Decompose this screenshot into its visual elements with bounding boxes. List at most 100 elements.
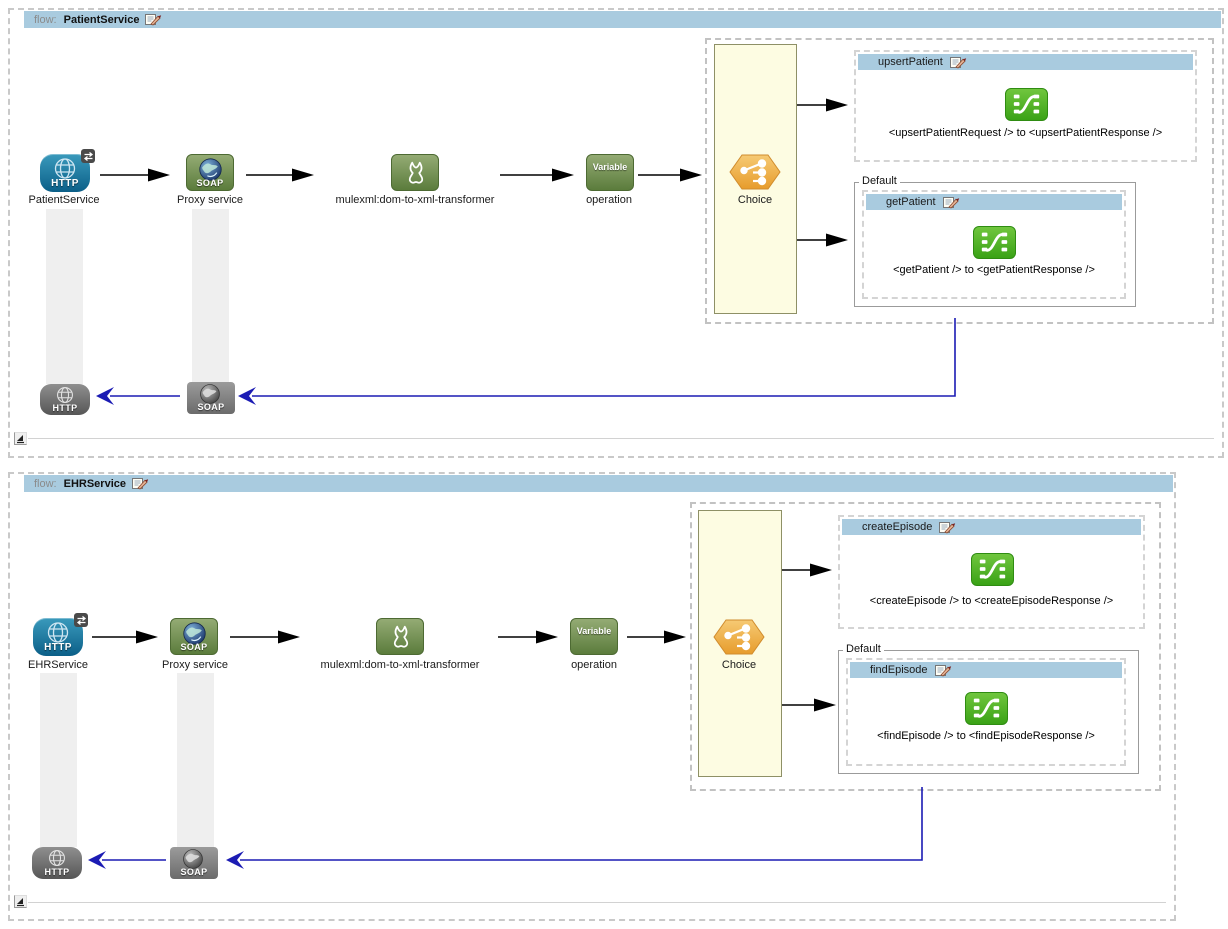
branch-box-getpatient[interactable]: getPatient <getPatient /> to <getPatient…	[862, 190, 1126, 299]
globe-wireframe-icon	[54, 158, 76, 179]
datamapper-node[interactable]	[973, 226, 1016, 259]
datamapper-node[interactable]	[970, 553, 1014, 586]
collapse-exception-button[interactable]	[14, 432, 27, 445]
choice-icon	[729, 154, 781, 190]
globe-icon	[183, 849, 203, 869]
http-icon-label: HTTP	[44, 642, 72, 653]
http-response-lane	[40, 673, 77, 847]
mapping-icon	[981, 232, 1008, 252]
node-label: Choice	[737, 194, 773, 206]
node-label: operation	[571, 659, 617, 671]
mapping-icon	[1013, 94, 1039, 114]
flow-name: PatientService	[63, 13, 140, 26]
http-icon-label: HTTP	[52, 403, 78, 413]
http-response-lane	[46, 209, 83, 384]
edit-icon[interactable]	[942, 196, 960, 209]
branch-title: createEpisode	[862, 521, 933, 533]
edit-icon[interactable]	[145, 13, 162, 26]
soap-response-node[interactable]: SOAP	[187, 382, 235, 414]
choice-scope-group	[705, 38, 1214, 324]
node-label: EHRService	[28, 659, 88, 671]
node-label: Proxy service	[161, 659, 229, 671]
http-response-node[interactable]: HTTP	[40, 384, 90, 415]
edit-icon[interactable]	[934, 664, 952, 677]
collapse-icon	[17, 898, 24, 907]
mapping-icon	[979, 559, 1005, 579]
flow-name: EHRService	[63, 477, 126, 490]
mapping-caption: <findEpisode /> to <findEpisodeResponse …	[877, 730, 1095, 742]
branch-title-bar[interactable]: findEpisode	[850, 662, 1122, 678]
soap-response-lane	[177, 673, 214, 847]
branch-box-upsertpatient[interactable]: upsertPatient <upsertPatientRequest /> t…	[854, 50, 1197, 162]
http-connector-node[interactable]: HTTP	[40, 149, 95, 192]
soap-response-node[interactable]: SOAP	[170, 847, 218, 879]
flow-header[interactable]: flow: EHRService	[24, 475, 1173, 492]
globe-wireframe-icon	[49, 850, 65, 866]
node-label: Proxy service	[176, 194, 244, 206]
soap-icon-label: SOAP	[180, 642, 208, 652]
flow-kind-label: flow:	[34, 477, 57, 490]
mule-head-icon	[408, 161, 424, 184]
default-route-group: Default	[838, 643, 1139, 774]
http-connector-node[interactable]: HTTP	[33, 613, 88, 656]
mapping-icon	[973, 698, 1000, 718]
branch-title: upsertPatient	[878, 56, 943, 68]
variable-node[interactable]: Variable	[570, 618, 618, 655]
variable-icon-label: Variable	[592, 162, 628, 172]
default-group-label: Default	[843, 643, 884, 655]
globe-icon	[183, 622, 206, 645]
branch-title: findEpisode	[870, 664, 928, 676]
globe-icon	[199, 158, 222, 181]
soap-proxy-node[interactable]: SOAP	[170, 618, 218, 655]
node-label: mulexml:dom-to-xml-transformer	[320, 659, 480, 671]
default-route-group: Default	[854, 175, 1136, 307]
flow-header[interactable]: flow: PatientService	[24, 11, 1221, 28]
globe-icon	[200, 384, 220, 404]
node-label: operation	[586, 194, 632, 206]
mule-transformer-node[interactable]	[376, 618, 424, 655]
globe-wireframe-icon	[57, 387, 73, 403]
mapping-caption: <createEpisode /> to <createEpisodeRespo…	[869, 595, 1114, 607]
choice-router-node[interactable]	[713, 619, 765, 660]
mule-transformer-node[interactable]	[391, 154, 439, 191]
globe-wireframe-icon	[47, 622, 69, 643]
variable-icon-label: Variable	[576, 626, 612, 636]
exception-strategy-separator	[28, 902, 1166, 904]
exception-strategy-separator	[28, 438, 1214, 440]
http-icon-label: HTTP	[44, 867, 70, 877]
soap-icon-label: SOAP	[180, 867, 208, 877]
branch-title-bar[interactable]: getPatient	[866, 194, 1122, 210]
collapse-icon	[17, 435, 24, 444]
mule-head-icon	[393, 625, 409, 648]
bidirectional-arrows-icon	[81, 149, 95, 163]
branch-box-findepisode[interactable]: findEpisode <findEpisode /> to <findEpis…	[846, 658, 1126, 766]
branch-title-bar[interactable]: upsertPatient	[858, 54, 1193, 70]
choice-router-node[interactable]	[729, 154, 781, 195]
collapse-exception-button[interactable]	[14, 895, 27, 908]
branch-title-bar[interactable]: createEpisode	[842, 519, 1141, 535]
http-response-node[interactable]: HTTP	[32, 847, 82, 879]
soap-proxy-node[interactable]: SOAP	[186, 154, 234, 191]
flow-patientservice: flow: PatientService HTTP PatientService…	[8, 8, 1224, 458]
flow-ehrservice: flow: EHRService HTTP EHRService SOAP Pr…	[8, 472, 1176, 921]
branch-title: getPatient	[886, 196, 936, 208]
bidirectional-arrows-icon	[74, 613, 88, 627]
node-label: mulexml:dom-to-xml-transformer	[335, 194, 495, 206]
branch-box-createepisode[interactable]: createEpisode <createEpisode /> to <crea…	[838, 515, 1145, 629]
choice-scope-group	[690, 502, 1161, 791]
http-icon-label: HTTP	[51, 178, 79, 189]
edit-icon[interactable]	[132, 477, 149, 490]
node-label: Choice	[721, 659, 757, 671]
variable-node[interactable]: Variable	[586, 154, 634, 191]
default-group-label: Default	[859, 175, 900, 187]
soap-icon-label: SOAP	[196, 178, 224, 188]
mapping-caption: <upsertPatientRequest /> to <upsertPatie…	[888, 127, 1163, 139]
datamapper-node[interactable]	[965, 692, 1008, 725]
edit-icon[interactable]	[949, 56, 967, 69]
soap-response-lane	[192, 209, 229, 384]
node-label: PatientService	[28, 194, 100, 206]
datamapper-node[interactable]	[1004, 88, 1048, 121]
edit-icon[interactable]	[939, 521, 956, 534]
mapping-caption: <getPatient /> to <getPatientResponse />	[893, 264, 1095, 276]
